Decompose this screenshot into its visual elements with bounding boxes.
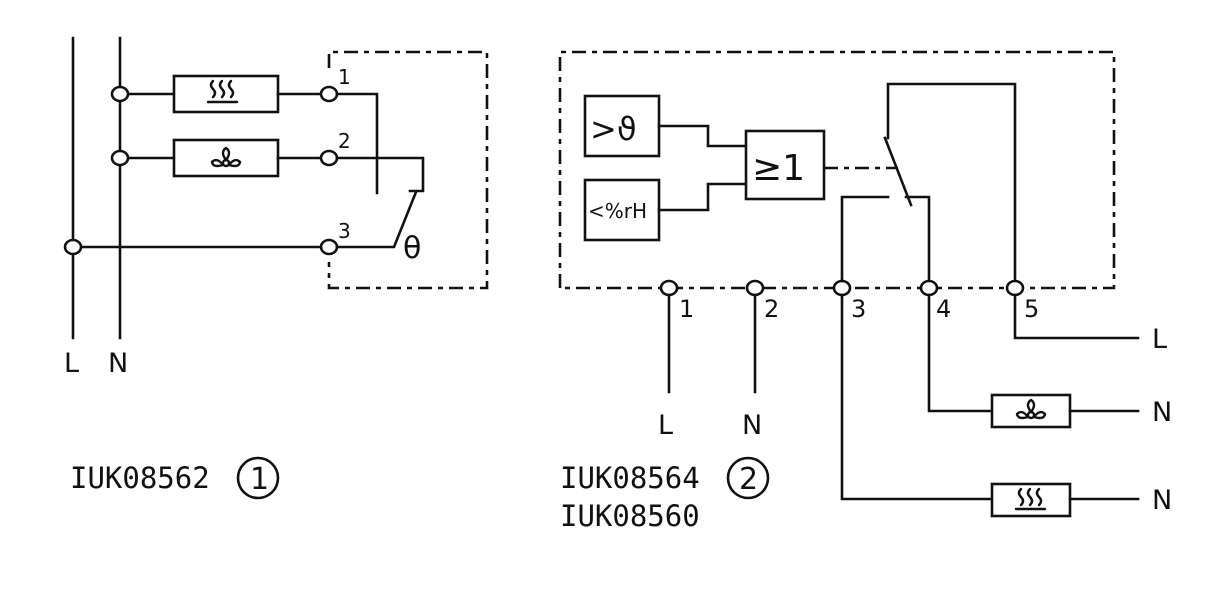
thermostat-symbol: θ (403, 231, 421, 266)
relay-contact-4 (904, 195, 931, 290)
housing-1 (327, 50, 489, 290)
humidity-label: <%rH (588, 199, 647, 223)
terminal-2 (745, 279, 765, 297)
wire-temp (657, 124, 748, 148)
terminal-2 (319, 149, 339, 167)
diagram-1: 1 2 3 θ L N IUK08562 1 (63, 36, 489, 500)
wire-humidity (657, 182, 748, 212)
output-label: N (1152, 485, 1172, 516)
heater-icon (206, 79, 239, 104)
relay-common (886, 82, 1017, 290)
output-wire-l (1013, 293, 1140, 340)
output-label: N (1152, 397, 1172, 428)
terminal-label: 5 (1024, 295, 1039, 323)
rail-node (110, 85, 130, 103)
supply-label: L (64, 348, 79, 379)
output-wire-fan (927, 293, 994, 413)
contact-wire-2 (335, 156, 425, 193)
terminal-label: 2 (338, 129, 351, 153)
diagram-badge (236, 456, 280, 500)
output-wire-heater (840, 293, 994, 501)
badge-number: 2 (739, 462, 758, 497)
terminal-5 (1005, 279, 1025, 297)
relay-contact-3 (840, 195, 890, 290)
relay-blade (883, 136, 913, 207)
fan-icon (1015, 398, 1047, 420)
or-gate (744, 129, 826, 201)
model-number: IUK08562 (70, 461, 210, 495)
terminal-3 (319, 238, 339, 256)
humidity-block (583, 178, 661, 242)
heater-icon (1014, 487, 1047, 511)
terminal-label: 1 (679, 295, 694, 323)
terminal-label: 2 (764, 295, 779, 323)
terminal-label: 4 (936, 295, 951, 323)
terminal-3 (832, 279, 852, 297)
terminal-label: 3 (338, 219, 351, 243)
rail-node (110, 149, 130, 167)
temperature-label: >ϑ (590, 110, 637, 148)
terminal-4 (919, 279, 939, 297)
badge-number: 1 (250, 462, 269, 497)
housing-2 (558, 50, 1116, 290)
diagram-badge (726, 456, 770, 500)
diagram-2: >ϑ <%rH ≥1 1 2 3 4 5 L N L (558, 50, 1172, 533)
or-gate-label: ≥1 (752, 148, 805, 189)
temperature-block (583, 94, 661, 158)
fan-icon (210, 146, 242, 168)
model-number: IUK08560 (560, 499, 700, 533)
supply-label: L (658, 410, 673, 441)
rail-node (63, 238, 83, 256)
model-number: IUK08564 (560, 461, 700, 495)
switch-blade (335, 190, 418, 249)
heater-element-1 (172, 74, 280, 114)
supply-label: N (108, 348, 128, 379)
supply-label: N (742, 410, 762, 441)
terminal-1 (659, 279, 679, 297)
output-label: L (1152, 324, 1167, 355)
terminal-1 (319, 85, 339, 103)
contact-wire-1 (335, 92, 379, 195)
terminal-label: 3 (851, 295, 866, 323)
terminal-label: 1 (338, 65, 351, 89)
